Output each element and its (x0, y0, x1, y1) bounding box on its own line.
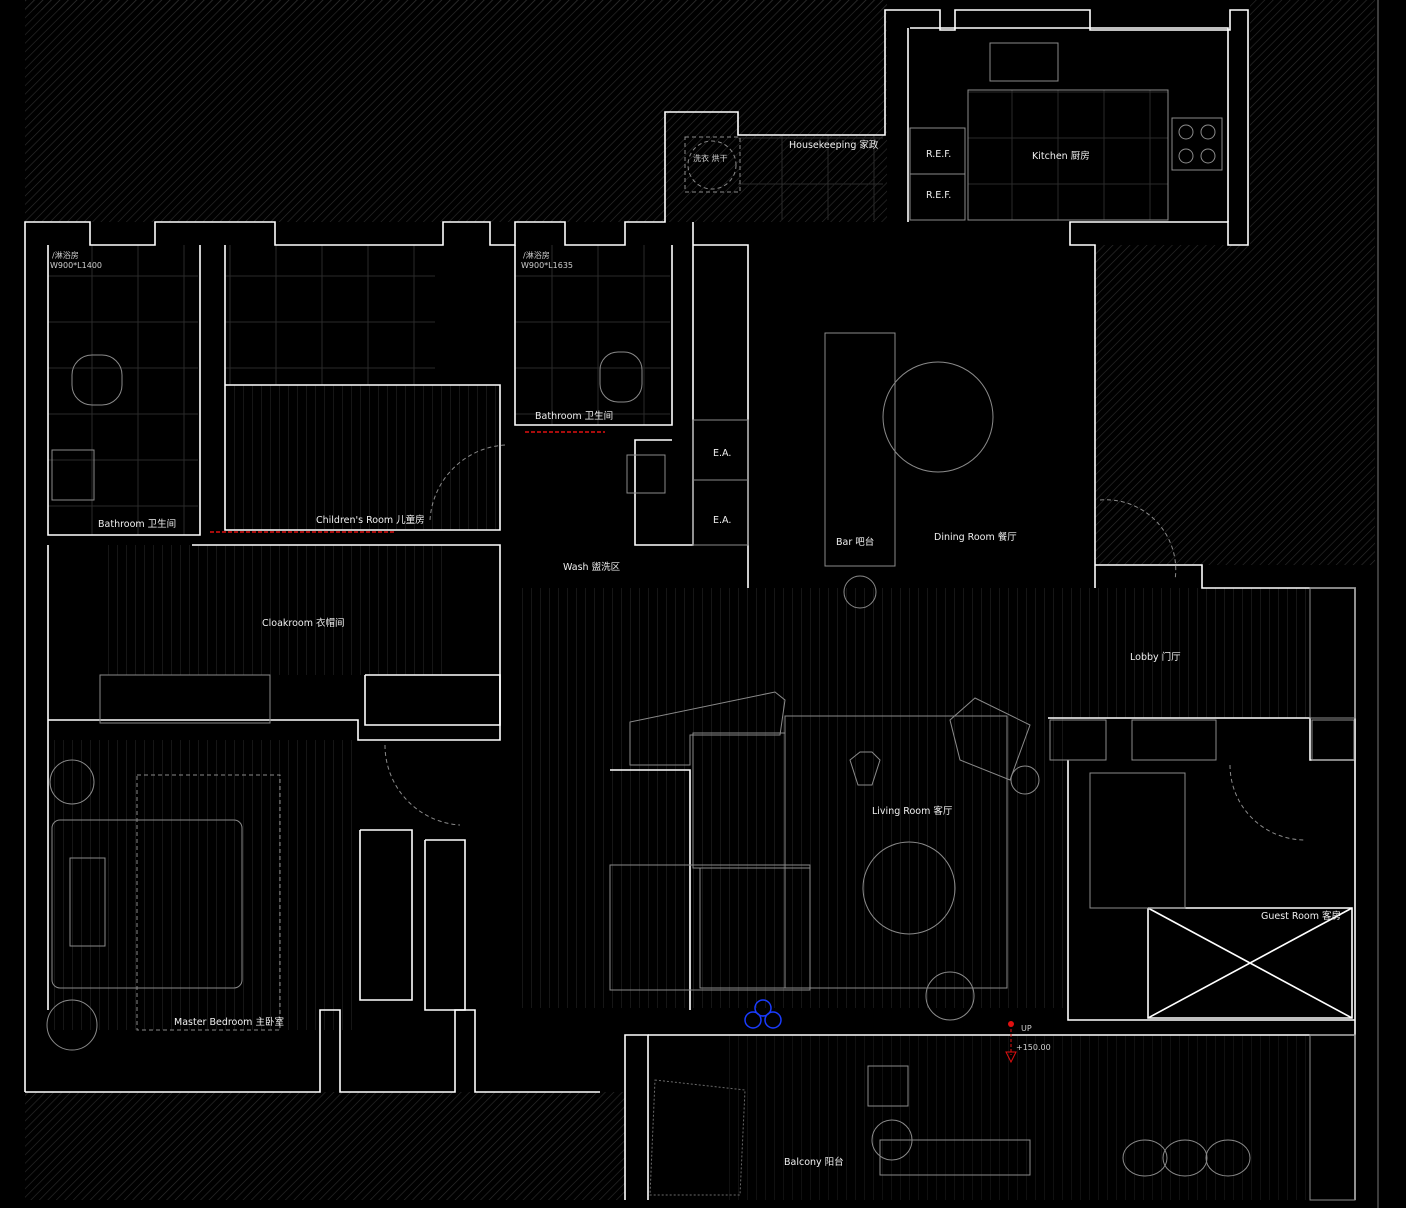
elevation-label: +150.00 (1016, 1043, 1051, 1052)
kitchen-label: Kitchen 厨房 (1032, 150, 1090, 162)
floor-finishes (48, 90, 1310, 1200)
bar-label: Bar 吧台 (836, 536, 874, 548)
housekeeping-label: Housekeeping 家政 (789, 139, 879, 151)
bed (51, 819, 243, 989)
ea-label-2: E.A. (713, 515, 731, 526)
wash-label: Wash 盥洗区 (563, 561, 621, 573)
laundry-label: 洗衣 烘干 (693, 153, 728, 163)
dining-room-label: Dining Room 餐厅 (934, 531, 1017, 543)
dining-table (882, 361, 994, 473)
cloakroom-label: Cloakroom 衣帽间 (262, 617, 345, 629)
master-bedroom-label: Master Bedroom 主卧室 (174, 1016, 284, 1028)
shower2-label: /淋浴房 (523, 250, 550, 260)
sink (989, 42, 1059, 82)
shower2-size: W900*L1635 (521, 261, 573, 270)
exterior-hatch (25, 0, 1379, 1208)
room-labels: /淋浴房 W900*L1400 Bathroom 卫生间 Children's … (50, 139, 1341, 1168)
armchair (949, 697, 1031, 781)
guest-room-label: Guest Room 客房 (1261, 910, 1341, 922)
ea-label-1: E.A. (713, 448, 731, 459)
bathroom1-label: Bathroom 卫生间 (98, 518, 176, 530)
lamp-icon (744, 999, 782, 1029)
ref-label-1: R.E.F. (926, 149, 951, 160)
level-marker: UP +150.00 (1005, 1021, 1051, 1064)
cooktop (1171, 117, 1223, 171)
balcony-label: Balcony 阳台 (784, 1156, 844, 1168)
furniture (46, 42, 1356, 1201)
bathroom2-label: Bathroom 卫生间 (535, 410, 613, 422)
shower1-label: /淋浴房 (52, 250, 79, 260)
childrens-room-label: Children's Room 儿童房 (316, 514, 425, 526)
walls (24, 9, 1356, 1200)
shower1-size: W900*L1400 (50, 261, 102, 270)
living-room-label: Living Room 客厅 (872, 805, 953, 817)
lobby-label: Lobby 门厅 (1130, 651, 1181, 663)
ref-label-2: R.E.F. (926, 190, 951, 201)
plant (649, 1079, 746, 1196)
up-label: UP (1021, 1024, 1032, 1033)
bar-counter (824, 332, 896, 567)
coffee-table (862, 841, 956, 935)
